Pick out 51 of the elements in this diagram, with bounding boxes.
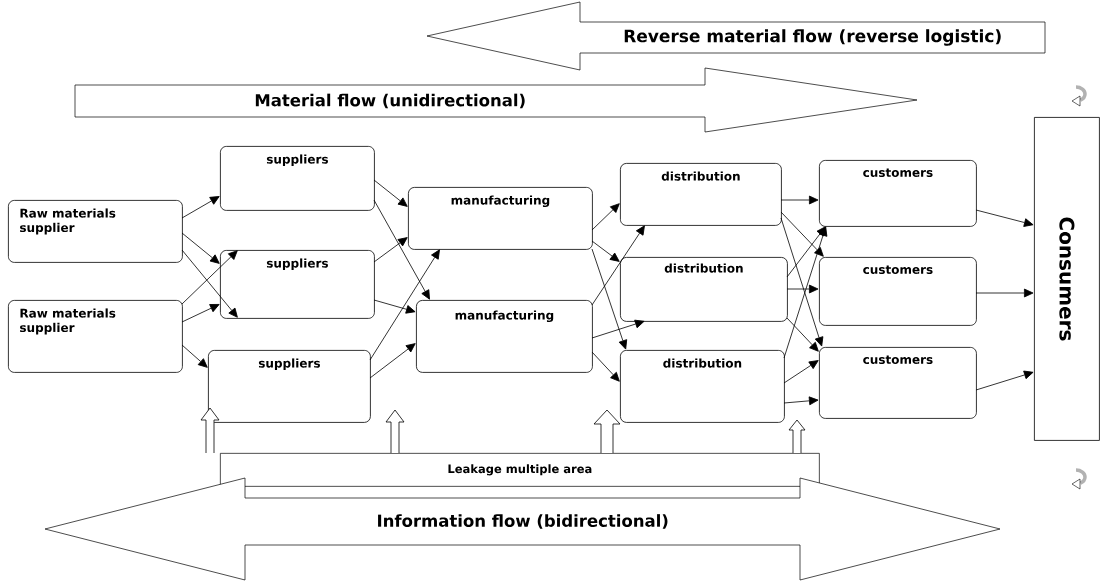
- arrow: [783, 360, 819, 384]
- arrow: [369, 249, 440, 361]
- arrow: [591, 351, 620, 382]
- process-box: suppliers: [220, 250, 375, 319]
- process-box: distribution: [620, 163, 782, 226]
- arrow: [786, 317, 819, 352]
- leakage-box: Leakage multiple area: [220, 453, 820, 487]
- arrow: [373, 299, 416, 314]
- process-box: distribution: [620, 350, 785, 423]
- arrow: [591, 225, 645, 306]
- process-box: manufacturing: [408, 187, 593, 250]
- arrow: [975, 370, 1034, 391]
- arrow: [591, 203, 620, 231]
- hollow-arrow: [788, 419, 806, 454]
- arrow: [181, 249, 238, 318]
- arrow: [975, 209, 1034, 227]
- arrow: [591, 248, 628, 350]
- flow-banner: Reverse material flow (reverse logistic): [426, 1, 1046, 71]
- hollow-arrow: [200, 407, 220, 454]
- arrow: [369, 343, 416, 379]
- process-box: Raw materials supplier: [8, 200, 183, 263]
- arrow: [373, 179, 408, 207]
- arrow: [591, 240, 620, 262]
- process-box: customers: [819, 257, 977, 326]
- arrow: [181, 344, 208, 368]
- flow-banner: Material flow (unidirectional): [74, 67, 918, 133]
- arrow: [780, 195, 819, 205]
- process-box: manufacturing: [416, 300, 593, 373]
- arrow: [373, 237, 408, 263]
- process-box: customers: [819, 160, 977, 227]
- arrow: [786, 284, 819, 294]
- consumers-box: Consumers: [1034, 117, 1100, 441]
- arrow: [780, 217, 824, 347]
- hollow-arrow: [385, 409, 405, 454]
- process-box: distribution: [620, 257, 788, 322]
- hollow-arrow: [593, 409, 621, 454]
- arrow: [783, 226, 828, 359]
- arrow: [373, 199, 430, 300]
- flow-banner: Information flow (bidirectional): [44, 477, 1001, 581]
- process-box: suppliers: [220, 146, 375, 211]
- process-box: Raw materials supplier: [8, 300, 183, 373]
- arrow: [181, 196, 220, 219]
- arrow: [181, 250, 238, 305]
- arrow: [975, 288, 1034, 298]
- process-box: customers: [819, 347, 977, 419]
- arrow: [783, 396, 819, 406]
- arrow: [181, 232, 220, 264]
- process-box: suppliers: [208, 350, 371, 423]
- arrow: [591, 319, 645, 339]
- arrow: [181, 304, 220, 323]
- arrow: [780, 211, 824, 257]
